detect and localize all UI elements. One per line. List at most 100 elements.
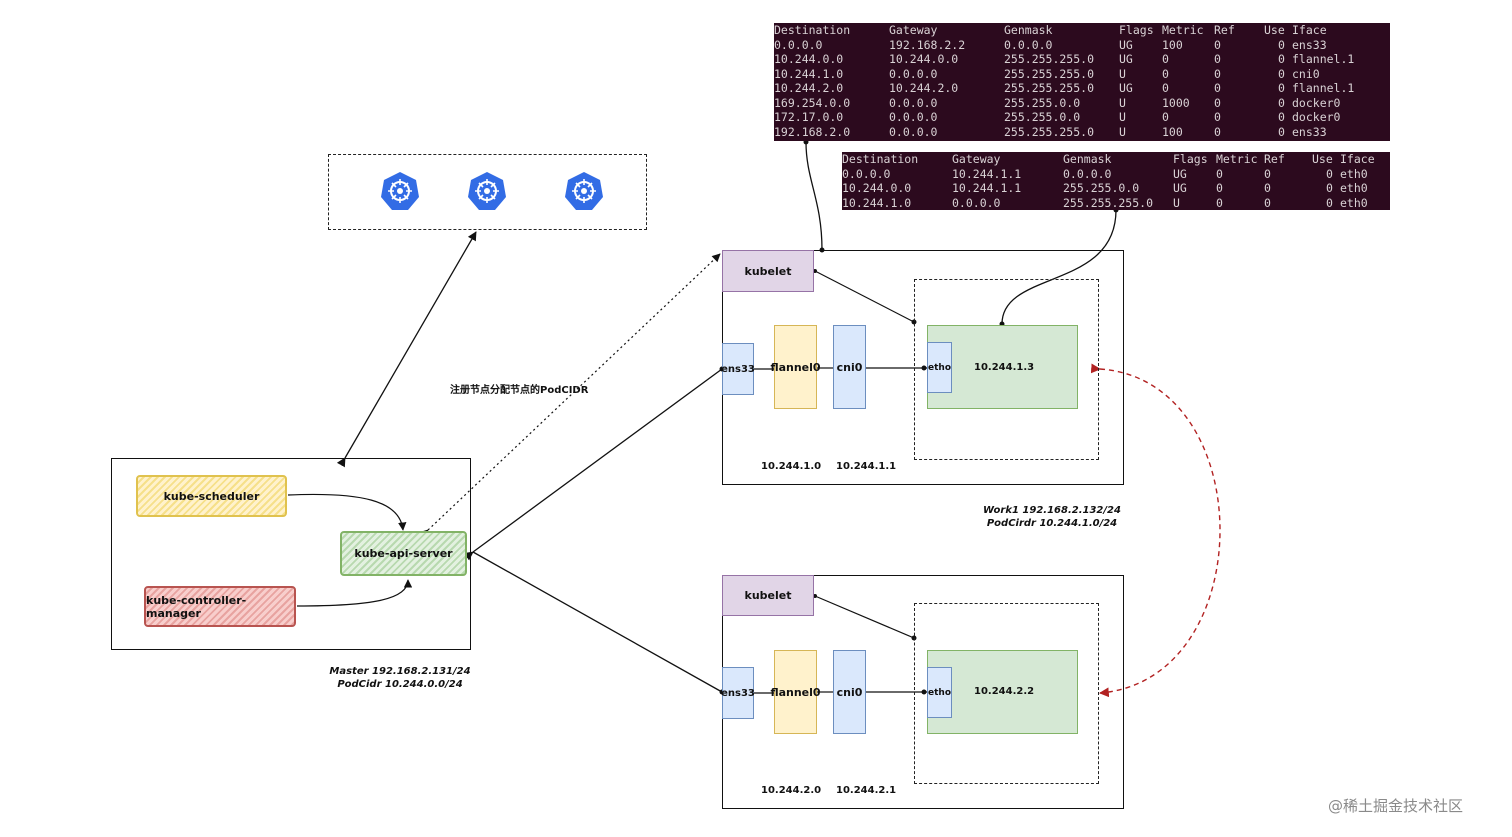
route-cell: U bbox=[1119, 110, 1126, 124]
route-cell: 0.0.0.0 bbox=[889, 124, 938, 139]
route-cell: U bbox=[1119, 66, 1126, 81]
route-cell: 0 bbox=[1214, 124, 1221, 139]
watermark: @稀土掘金技术社区 bbox=[1328, 797, 1464, 815]
scheduler-api-curve bbox=[287, 493, 407, 531]
route-cell: 0 bbox=[1162, 52, 1169, 66]
route-cell: 0.0.0.0 bbox=[1063, 166, 1112, 181]
worker2-flannel-ip: 10.244.2.0 bbox=[761, 785, 822, 796]
register-label: 注册节点分配节点的PodCIDR bbox=[450, 385, 589, 396]
worker2-pod-ip: 10.244.2.2 bbox=[974, 686, 1035, 697]
worker1-cni-ip: 10.244.1.1 bbox=[836, 461, 897, 472]
route-cell: docker0 bbox=[1292, 110, 1341, 124]
route-cell: 0 bbox=[1214, 66, 1221, 81]
worker2-kubelet: kubelet bbox=[722, 575, 814, 616]
route-cell: 255.255.0.0 bbox=[1004, 110, 1081, 124]
route-cell: docker0 bbox=[1292, 95, 1341, 110]
route-cell: 0 bbox=[1264, 166, 1271, 181]
route-cell: 0 bbox=[1278, 95, 1285, 110]
route-cell: 0 bbox=[1326, 195, 1333, 210]
route-cell: 255.255.255.0 bbox=[1004, 66, 1095, 81]
route-cell: 0 bbox=[1162, 66, 1169, 81]
route-cell: 0 bbox=[1214, 52, 1221, 66]
kubernetes-icon bbox=[468, 172, 506, 210]
master-etcd-line bbox=[336, 231, 477, 468]
route-cell: 0 bbox=[1216, 166, 1223, 181]
route-cell: 255.255.255.0 bbox=[1004, 124, 1095, 139]
worker1-pod bbox=[927, 325, 1078, 409]
route-cell: 0 bbox=[1278, 81, 1285, 95]
route-cell: 10.244.0.0 bbox=[774, 52, 844, 66]
route-cell: 0.0.0.0 bbox=[774, 37, 823, 52]
route-cell: eth0 bbox=[1340, 195, 1368, 210]
route-cell: 0 bbox=[1214, 95, 1221, 110]
route-cell: Iface bbox=[1340, 152, 1375, 166]
route-cell: 192.168.2.0 bbox=[774, 124, 851, 139]
route-cell: 0.0.0.0 bbox=[1004, 37, 1053, 52]
route-cell: eth0 bbox=[1340, 181, 1368, 195]
worker1-ens33: ens33 bbox=[721, 343, 755, 395]
route-cell: 10.244.1.1 bbox=[952, 181, 1022, 195]
route-cell: 0 bbox=[1214, 81, 1221, 95]
route-cell: 10.244.2.0 bbox=[889, 81, 959, 95]
route-cell: 0.0.0.0 bbox=[952, 195, 1001, 210]
kube-controller-manager-box: kube-controller-manager bbox=[144, 586, 296, 627]
route-cell: U bbox=[1119, 124, 1126, 139]
route-cell: Gateway bbox=[889, 23, 938, 37]
route-cell: UG bbox=[1119, 37, 1133, 52]
route-cell: 169.254.0.0 bbox=[774, 95, 851, 110]
route-cell: 255.255.255.0 bbox=[1063, 195, 1154, 210]
register-dotted-line bbox=[419, 253, 721, 539]
route-cell: 0 bbox=[1214, 37, 1221, 52]
route-cell: 0 bbox=[1278, 124, 1285, 139]
route-cell: Use bbox=[1264, 23, 1285, 37]
route-cell: Use bbox=[1312, 152, 1333, 166]
route-cell: 10.244.1.1 bbox=[952, 166, 1022, 181]
route-cell: 255.255.255.0 bbox=[1004, 52, 1095, 66]
route-cell: UG bbox=[1119, 81, 1133, 95]
route-master-link bbox=[805, 141, 823, 251]
controller-api-curve bbox=[296, 579, 413, 607]
worker1-eth0: etho bbox=[927, 342, 952, 393]
route-cell: 0 bbox=[1326, 166, 1333, 181]
route-cell: 0 bbox=[1278, 66, 1285, 81]
route-cell: U bbox=[1119, 95, 1126, 110]
worker2-eth0: etho bbox=[927, 667, 952, 718]
route-cell: 255.255.0.0 bbox=[1063, 181, 1140, 195]
route-cell: 10.244.0.0 bbox=[842, 181, 912, 195]
route-cell: Metric bbox=[1216, 152, 1258, 166]
route-cell: 0 bbox=[1264, 181, 1271, 195]
worker2-flannel0: flannel0 bbox=[770, 650, 821, 734]
api-worker1-line bbox=[463, 368, 723, 561]
route-cell: 0.0.0.0 bbox=[842, 166, 891, 181]
worker2-ens33: ens33 bbox=[721, 667, 755, 719]
route-cell: 10.244.2.0 bbox=[774, 81, 844, 95]
route-cell: 172.17.0.0 bbox=[774, 110, 844, 124]
route-pod-link bbox=[1001, 209, 1117, 325]
route-cell: Destination bbox=[774, 23, 851, 37]
route-cell: 10.244.1.0 bbox=[774, 66, 844, 81]
route-cell: 255.255.255.0 bbox=[1004, 81, 1095, 95]
route-cell: Ref bbox=[1214, 23, 1235, 37]
worker2-pod-sandbox bbox=[914, 603, 1099, 784]
worker2-cni-ip: 10.244.2.1 bbox=[836, 785, 897, 796]
route-cell: eth0 bbox=[1340, 166, 1368, 181]
worker1-pod-sandbox bbox=[914, 279, 1099, 460]
route-cell: Flags bbox=[1173, 152, 1208, 166]
route-cell: 1000 bbox=[1162, 95, 1190, 110]
route-cell: 10.244.1.0 bbox=[842, 195, 912, 210]
route-cell: UG bbox=[1173, 181, 1187, 195]
route-cell: 0 bbox=[1214, 110, 1221, 124]
worker1-flannel-ip: 10.244.1.0 bbox=[761, 461, 822, 472]
route-row: 0.0.0.0 10.244.1.1 0.0.0.0 UG 0 0 0 eth0 bbox=[842, 167, 1390, 182]
worker2-cni0: cni0 bbox=[833, 650, 866, 734]
route-cell: UG bbox=[1173, 166, 1187, 181]
kubernetes-icon bbox=[381, 172, 419, 210]
route-cell: ens33 bbox=[1292, 124, 1327, 139]
